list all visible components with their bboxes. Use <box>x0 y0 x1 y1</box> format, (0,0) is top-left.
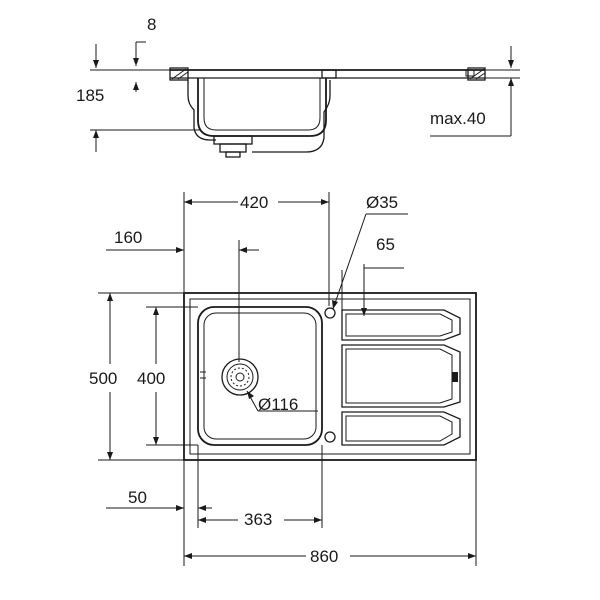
dim-label-860: 860 <box>310 547 338 566</box>
dim-label-500: 500 <box>89 369 117 388</box>
side-view: 8 185 max.40 <box>76 15 520 158</box>
dim-rim-thickness: 8 <box>100 15 170 92</box>
dim-label-max40: max.40 <box>430 109 486 128</box>
waste-outlet <box>213 135 253 145</box>
dim-left-margin: 50 <box>106 445 212 566</box>
dim-label-8: 8 <box>147 15 156 34</box>
dim-waste-diameter: Ø116 <box>246 390 318 414</box>
dim-bowl-depth: 400 <box>137 306 198 446</box>
dim-label-363: 363 <box>244 510 272 529</box>
drainer-pipe <box>252 80 331 153</box>
dim-bowl-inner-width: 363 <box>198 445 323 529</box>
top-view: 420 Ø35 160 65 <box>89 192 477 566</box>
sink-outline <box>183 292 477 461</box>
drainer-groove-middle <box>341 344 461 408</box>
dim-overall-width: 860 <box>184 460 477 566</box>
overflow-pipe <box>187 80 216 141</box>
dim-label-400: 400 <box>137 369 165 388</box>
right-clip <box>467 67 486 81</box>
dim-label-d116: Ø116 <box>258 395 298 414</box>
tap-hole-bottom <box>324 431 336 443</box>
dim-overall-depth: 500 <box>89 292 184 461</box>
waste-drain <box>221 358 259 396</box>
dim-max-countertop: max.40 <box>430 46 520 137</box>
dim-label-50: 50 <box>128 488 147 507</box>
dim-left-offset: 160 <box>106 228 259 362</box>
dim-bowl-outer-width: 420 <box>183 192 330 306</box>
dim-drainer-offset: 65 <box>341 235 404 316</box>
tap-hole-top <box>324 307 336 319</box>
dim-tap-hole: Ø35 <box>332 193 408 310</box>
dim-label-65: 65 <box>376 235 395 254</box>
dim-label-185: 185 <box>76 86 104 105</box>
bowl <box>197 306 323 446</box>
dim-depth: 185 <box>76 44 200 152</box>
dim-label-160: 160 <box>114 228 142 247</box>
drainer-groove-top <box>341 309 461 341</box>
side-bowl <box>197 78 327 137</box>
dim-label-420: 420 <box>240 193 268 212</box>
drainer-groove-bottom <box>341 411 461 446</box>
left-clip <box>169 67 189 81</box>
dim-label-d35: Ø35 <box>366 193 398 212</box>
